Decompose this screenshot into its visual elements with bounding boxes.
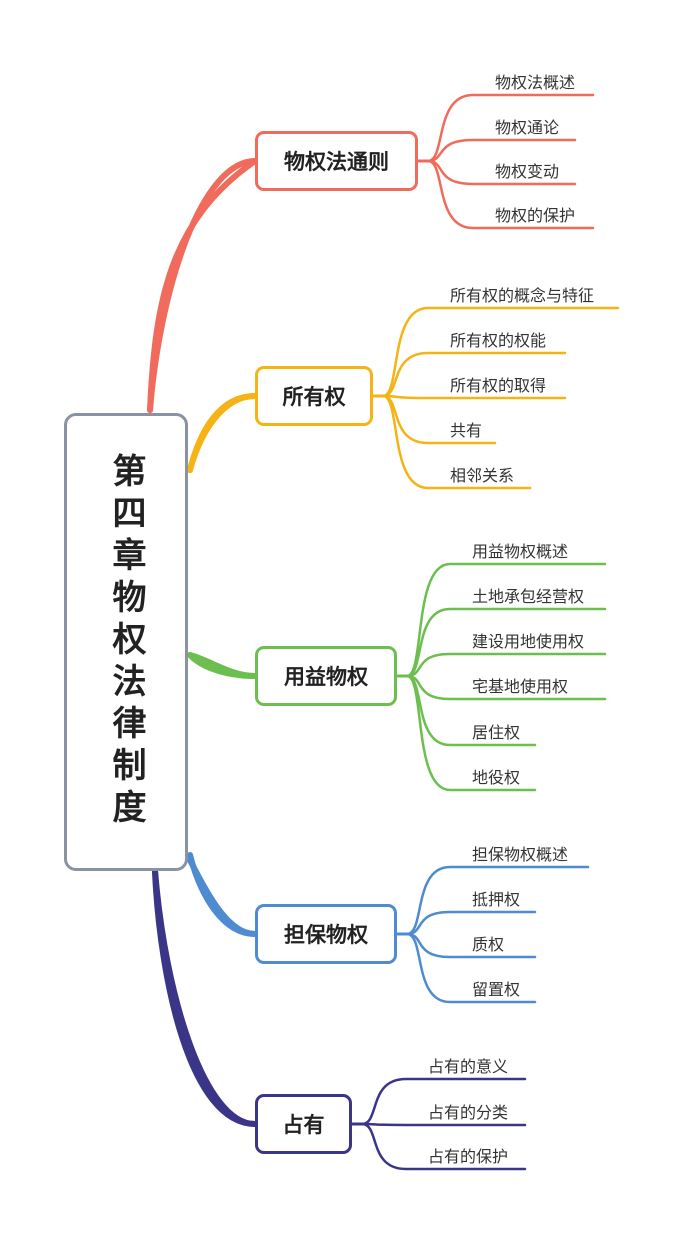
root-title: 第四章物权法律制度 bbox=[106, 453, 146, 831]
branch-node-security-interest: 担保物权 bbox=[255, 904, 397, 964]
branch-node-general-provisions: 物权法通则 bbox=[255, 131, 418, 191]
leaf-node: 占有的保护 bbox=[428, 1147, 509, 1166]
leaf-connector-b1-0 bbox=[426, 93, 595, 163]
trunk-3 bbox=[187, 857, 258, 937]
leaf-connector-b2-0 bbox=[381, 306, 620, 398]
leaf-node: 质权 bbox=[472, 935, 505, 954]
leaf-connector-b5-2 bbox=[360, 1122, 527, 1171]
leaf-connector-b2-2 bbox=[381, 394, 567, 400]
leaf-connector-b1-3 bbox=[426, 159, 595, 230]
leaf-node: 占有的意义 bbox=[428, 1057, 509, 1076]
leaf-connector-b5-1 bbox=[360, 1122, 527, 1127]
leaf-node: 抵押权 bbox=[472, 890, 521, 909]
leaf-connector-b3-5 bbox=[405, 674, 537, 792]
leaf-node: 物权法概述 bbox=[495, 73, 576, 92]
leaf-node: 物权的保护 bbox=[495, 206, 576, 225]
leaf-connector-b3-2 bbox=[405, 652, 607, 678]
leaf-node: 宅基地使用权 bbox=[472, 677, 569, 696]
trunk-1 bbox=[187, 393, 258, 473]
leaf-connector-b4-1 bbox=[405, 910, 537, 936]
leaf-connector-b2-1 bbox=[381, 351, 567, 398]
leaf-node: 土地承包经营权 bbox=[472, 587, 585, 606]
branch-node-usufruct: 用益物权 bbox=[255, 646, 397, 706]
leaf-node: 物权通论 bbox=[495, 118, 560, 137]
root-connector-b4 bbox=[187, 852, 258, 937]
leaf-connector-b4-3 bbox=[405, 932, 537, 1004]
trunk-2 bbox=[187, 652, 258, 679]
trunk-4 bbox=[152, 869, 258, 1127]
leaf-node: 所有权的概念与特征 bbox=[450, 286, 595, 305]
leaf-node: 建设用地使用权 bbox=[472, 632, 585, 651]
leaf-connector-b1-1 bbox=[426, 138, 577, 163]
leaf-node: 所有权的取得 bbox=[450, 376, 547, 395]
leaf-connector-b2-4 bbox=[381, 394, 532, 490]
leaf-connector-b4-2 bbox=[405, 932, 537, 959]
leaf-connector-b5-0 bbox=[360, 1077, 527, 1126]
leaf-node: 居住权 bbox=[472, 723, 521, 742]
leaf-node: 用益物权概述 bbox=[472, 542, 569, 561]
root-node: 第四章物权法律制度 bbox=[64, 413, 188, 871]
leaf-node: 占有的分类 bbox=[428, 1103, 509, 1122]
leaf-connector-b4-0 bbox=[405, 865, 590, 936]
leaf-node: 地役权 bbox=[472, 768, 521, 787]
leaf-connector-b3-1 bbox=[405, 607, 607, 678]
trunk-0 bbox=[147, 158, 258, 413]
leaf-node: 共有 bbox=[450, 421, 483, 440]
leaf-node: 留置权 bbox=[472, 980, 521, 999]
leaf-node: 所有权的权能 bbox=[450, 331, 547, 350]
leaf-connector-b3-0 bbox=[405, 562, 607, 678]
leaf-node: 物权变动 bbox=[495, 162, 560, 181]
leaf-node: 担保物权概述 bbox=[472, 845, 569, 864]
branch-node-possession: 占有 bbox=[255, 1094, 352, 1154]
branch-node-ownership: 所有权 bbox=[255, 366, 373, 426]
leaf-node: 相邻关系 bbox=[450, 466, 515, 485]
